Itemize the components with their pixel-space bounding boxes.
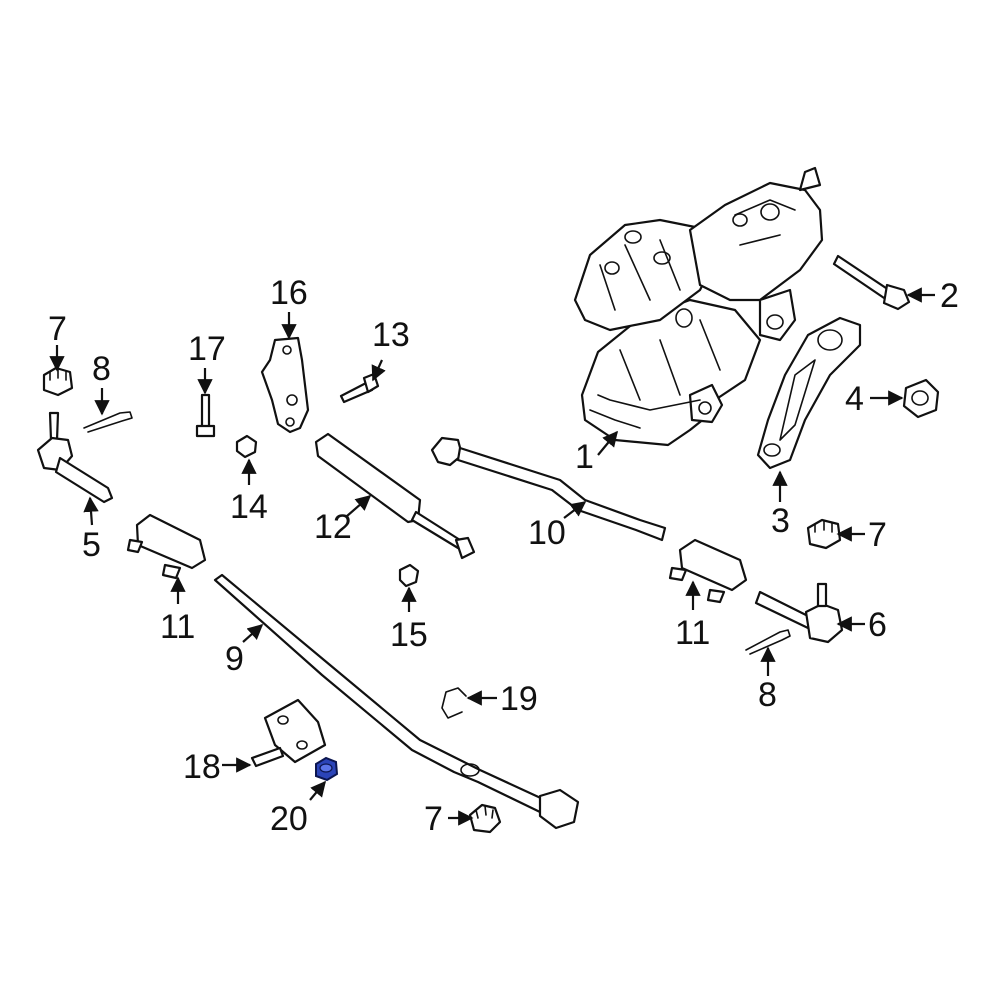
callout-7-c: 7 (424, 800, 443, 838)
bracket-part-18[interactable] (250, 698, 327, 768)
callout-20: 20 (270, 800, 308, 838)
tie-rod-part[interactable] (430, 436, 667, 542)
callout-8-a: 8 (92, 350, 111, 388)
callout-10: 10 (528, 514, 566, 552)
drag-link-part[interactable] (213, 573, 580, 830)
adjusting-sleeve-part-b[interactable] (668, 538, 748, 604)
clip-part[interactable] (441, 687, 467, 719)
castle-nut-part-b[interactable] (806, 518, 842, 550)
callout-14: 14 (230, 488, 268, 526)
steering-damper-part[interactable] (314, 432, 476, 560)
callout-6: 6 (868, 606, 887, 644)
nut-part-14[interactable] (235, 434, 258, 459)
bushing-part-highlighted[interactable] (315, 756, 339, 782)
callout-2: 2 (940, 277, 959, 315)
callout-19: 19 (500, 680, 538, 718)
bolt-part-17[interactable] (195, 393, 216, 438)
bolt-part[interactable] (832, 254, 911, 311)
callout-1: 1 (575, 438, 594, 476)
callout-17: 17 (188, 330, 226, 368)
callout-8-b: 8 (758, 676, 777, 714)
callout-12: 12 (314, 508, 352, 546)
nut-part[interactable] (902, 378, 940, 419)
nut-part-15[interactable] (398, 563, 420, 588)
pitman-arm-part[interactable] (756, 316, 862, 470)
steering-gear-part[interactable] (573, 166, 824, 447)
callout-11-a: 11 (160, 608, 195, 646)
callout-4: 4 (845, 380, 864, 418)
callout-7-b: 7 (868, 516, 887, 554)
callout-11-b: 11 (675, 614, 710, 652)
callout-15: 15 (390, 616, 428, 654)
callout-13: 13 (372, 316, 410, 354)
adjusting-sleeve-part-a[interactable] (126, 513, 207, 580)
castle-nut-part-a[interactable] (42, 366, 74, 397)
bracket-part[interactable] (260, 336, 310, 434)
tie-rod-end-right-part[interactable] (754, 582, 844, 644)
callout-3: 3 (771, 502, 790, 540)
callout-7-a: 7 (48, 310, 67, 348)
bolt-part-13[interactable] (339, 372, 380, 404)
cotter-pin-part-b[interactable] (745, 629, 791, 655)
callout-5: 5 (82, 526, 101, 564)
callout-18: 18 (183, 748, 221, 786)
callout-labels: 1 2 3 4 5 6 7 7 7 8 8 9 10 11 11 12 13 1… (48, 274, 959, 838)
tie-rod-end-left-part[interactable] (36, 411, 114, 504)
callout-9: 9 (225, 640, 244, 678)
castle-nut-part-c[interactable] (468, 803, 502, 834)
callout-16: 16 (270, 274, 308, 312)
leader-lines (49, 287, 935, 826)
cotter-pin-part-a[interactable] (83, 411, 133, 433)
